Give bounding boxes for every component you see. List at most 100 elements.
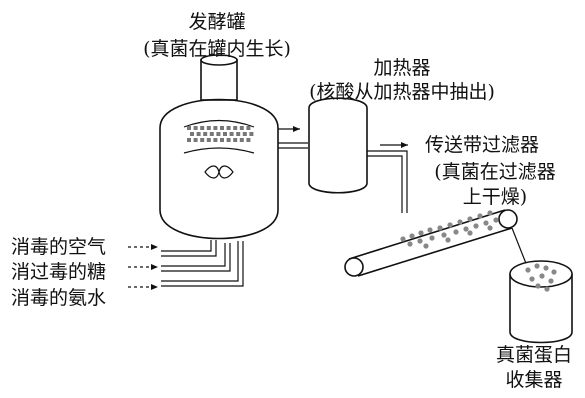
- fungus-cell: [246, 138, 251, 142]
- fungus-cell: [233, 138, 238, 142]
- fungus-dot: [463, 226, 469, 232]
- fungus-dot: [429, 235, 435, 241]
- fungus-cell: [187, 126, 191, 130]
- inlet-pipe-2: [161, 240, 217, 257]
- fungus-cell: [236, 132, 241, 136]
- protein-dot: [543, 265, 549, 271]
- fungus-cells: [187, 126, 254, 142]
- fungus-dot: [407, 241, 413, 247]
- fungus-cell: [226, 138, 231, 142]
- input-label-ammonia: 消毒的氨水: [11, 287, 106, 309]
- fungus-cell: [200, 138, 205, 142]
- fungus-cell: [203, 132, 208, 136]
- fungus-cell: [206, 138, 211, 142]
- conveyor-belt: [344, 209, 528, 277]
- belt-roller-right: [498, 209, 518, 229]
- fermenter-tank: [159, 54, 308, 240]
- fungus-dot: [493, 217, 499, 223]
- fungus-cell: [187, 138, 191, 142]
- protein-collector: [509, 260, 573, 344]
- fungus-dot: [441, 232, 447, 238]
- fungus-cell: [249, 132, 254, 136]
- fungus-cell: [246, 126, 251, 130]
- fungus-cell: [206, 126, 211, 130]
- fungus-band-bottom: [183, 147, 255, 154]
- fungus-dot: [447, 222, 453, 228]
- fungus-dot: [467, 230, 473, 236]
- fungus-dot: [453, 229, 459, 235]
- fungus-cell: [209, 132, 214, 136]
- fungus-dot: [409, 233, 415, 239]
- fungus-dot: [437, 225, 443, 231]
- fungus-cell: [226, 126, 231, 130]
- inlet-pipe-4: [161, 243, 231, 272]
- inlet-pipe-1: [161, 240, 212, 252]
- collector-body: [509, 274, 573, 344]
- belt-note-1: (真菌在过滤器: [434, 161, 555, 183]
- fungus-dot: [427, 227, 433, 233]
- fermenter-neck: [200, 59, 238, 101]
- belt-note-2: 上干燥): [463, 186, 527, 208]
- fungus-dot: [477, 213, 483, 219]
- fungus-cell: [200, 126, 205, 130]
- fermenter-note: (真菌在罐内生长): [143, 38, 291, 60]
- heater-body: [308, 97, 368, 194]
- fungus-dot: [445, 237, 451, 243]
- fungus-cell: [229, 132, 234, 136]
- heater-title: 加热器: [373, 57, 430, 79]
- fungus-cell: [213, 138, 218, 142]
- fungus-cell: [239, 138, 244, 142]
- heater-vessel: [308, 97, 408, 213]
- protein-dot: [529, 276, 535, 282]
- fungus-dot: [457, 219, 463, 225]
- inlet-pipe-3: [161, 243, 226, 267]
- protein-dot: [535, 283, 541, 289]
- fermenter-body: [159, 98, 279, 240]
- fungus-dot: [417, 238, 423, 244]
- fungus-dot: [467, 216, 473, 222]
- inlet-pipes: [128, 240, 244, 290]
- fungus-dot: [487, 210, 493, 216]
- fungus-dot: [400, 236, 406, 242]
- belt-bottom: [357, 227, 513, 277]
- protein-dot: [548, 278, 554, 284]
- fungus-dot: [473, 223, 479, 229]
- fermenter-neck-top: [200, 54, 238, 66]
- collector-title: 真菌蛋白: [496, 344, 572, 366]
- fungus-cell: [213, 126, 218, 130]
- fermenter-title: 发酵罐: [188, 11, 245, 33]
- fungus-dot: [483, 220, 489, 226]
- fungus-band-top: [183, 119, 255, 128]
- fungus-dot: [487, 225, 493, 231]
- input-label-sugar: 消过毒的糖: [11, 261, 106, 283]
- collector-note: 收集器: [505, 369, 562, 391]
- fungus-dot: [423, 243, 429, 249]
- heater-note: (核酸从加热器中抽出): [309, 81, 495, 103]
- fungus-cell: [223, 132, 227, 136]
- input-label-air: 消毒的空气: [11, 236, 106, 258]
- belt-roller-left: [344, 257, 364, 277]
- fungus-cell: [216, 132, 221, 136]
- fungus-cell: [239, 126, 244, 130]
- stirrer-icon: [204, 165, 234, 179]
- inlet-pipe-6: [161, 241, 244, 287]
- belt-title: 传送带过滤器: [425, 134, 539, 156]
- fungus-cell: [242, 132, 247, 136]
- belt-to-collector-line: [511, 227, 528, 267]
- fungus-cell: [190, 132, 194, 136]
- inlet-pipe-5: [161, 241, 239, 282]
- fungus-cell: [233, 126, 238, 130]
- protein-dot: [525, 267, 531, 273]
- fungus-cell: [220, 126, 224, 130]
- protein-dot: [544, 286, 550, 292]
- protein-dot: [551, 269, 557, 275]
- protein-dot: [534, 263, 540, 269]
- heater-outlet-inner: [367, 155, 403, 213]
- fungus-cell: [193, 138, 198, 142]
- heater-outlet-outer: [367, 150, 408, 213]
- fungus-cell: [196, 132, 201, 136]
- fungus-cell: [193, 126, 198, 130]
- collected-protein: [525, 263, 557, 292]
